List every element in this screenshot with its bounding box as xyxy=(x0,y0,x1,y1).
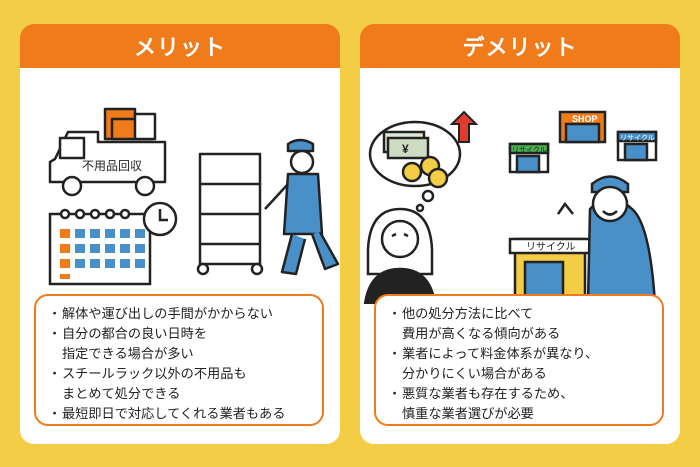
demerit-illustration: ¥ SHOP リサイクル リサイクル xyxy=(363,110,658,304)
shop-label: SHOP xyxy=(572,114,598,124)
demerit-list: ・他の処分方法に比べて 費用が高くなる傾向がある ・業者によって料金体系が異なり… xyxy=(374,294,664,426)
list-item: ・悪質な業者も存在するため、 慎重な業者選びが必要 xyxy=(388,387,574,422)
demerit-title: デメリット xyxy=(360,24,680,68)
list-item: ・他の処分方法に比べて 費用が高くなる傾向がある xyxy=(388,307,561,342)
recycle-label-small-2: リサイクル xyxy=(620,134,655,142)
worker-cart-icon xyxy=(196,138,340,276)
staff-icon xyxy=(556,175,657,304)
shop-icon xyxy=(558,110,607,144)
recycle-shop-icon xyxy=(508,130,658,301)
arrow-up-icon xyxy=(449,110,479,143)
truck-icon xyxy=(48,107,167,197)
recycle-label-large: リサイクル xyxy=(526,241,576,253)
yen-symbol: ¥ xyxy=(402,142,409,156)
merit-panel: メリット 不用品回収 xyxy=(20,24,340,444)
worried-woman-icon xyxy=(363,207,437,304)
calendar-icon xyxy=(48,208,152,286)
merit-illustration: 不用品回収 xyxy=(48,107,340,286)
demerit-panel: デメリット ¥ SHOP xyxy=(360,24,680,444)
money-icon xyxy=(368,120,462,213)
recycle-label-small-1: リサイクル xyxy=(512,146,547,154)
clock-icon xyxy=(142,201,178,237)
truck-label: 不用品回収 xyxy=(82,159,142,173)
list-item: ・最短即日で対応してくれる業者もある xyxy=(48,407,286,422)
list-item: ・自分の都合の良い日時を 指定できる場合が多い xyxy=(48,327,208,362)
merit-title: メリット xyxy=(20,24,340,68)
merit-list: ・解体や運び出しの手間がかからない ・自分の都合の良い日時を 指定できる場合が多… xyxy=(34,294,324,426)
list-item: ・解体や運び出しの手間がかからない xyxy=(48,307,273,322)
list-item: ・スチールラック以外の不用品も まとめて処分できる xyxy=(48,367,247,402)
list-item: ・業者によって料金体系が異なり、 分かりにくい場合がある xyxy=(388,347,599,382)
